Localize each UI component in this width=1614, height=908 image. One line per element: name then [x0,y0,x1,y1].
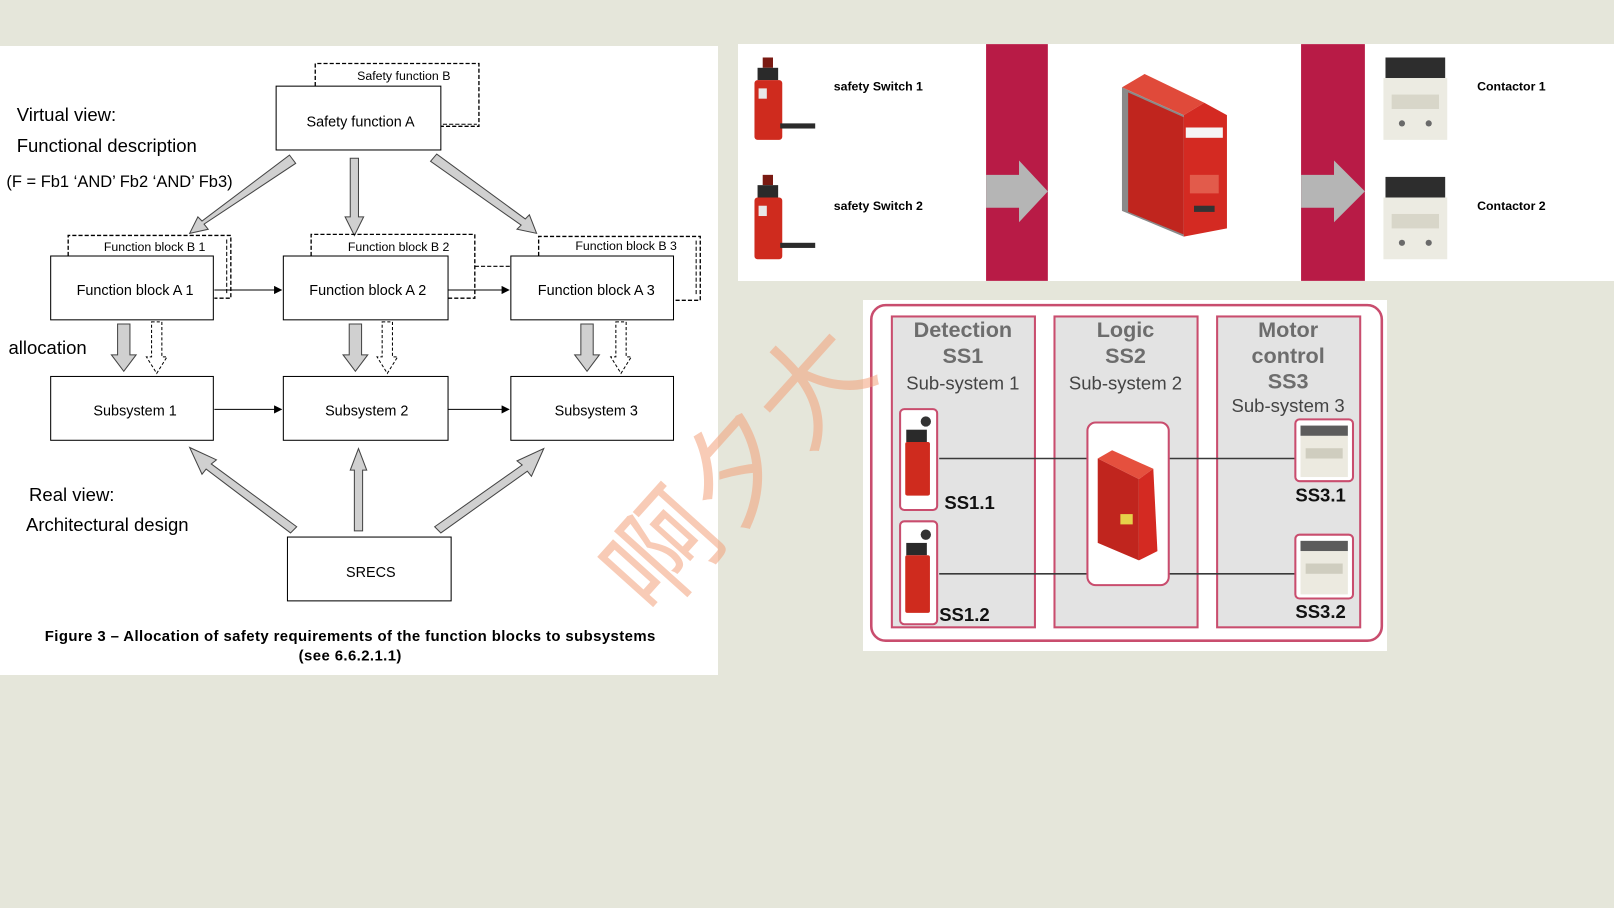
safety-function-a-box [275,85,442,151]
safety-switch-1-image [754,57,816,140]
ss1-2-switch-image [899,520,939,626]
safety-function-b-label: Safety function B [357,69,450,83]
ss3-1-label: SS3.1 [1295,485,1345,506]
motor-title: Motor [1258,317,1319,342]
ss1-title: SS1 [942,343,983,368]
crimson-band-1 [986,44,1048,281]
control-title: control [1252,343,1325,368]
function-block-b2-label: Function block B 2 [348,240,450,254]
function-block-a1-label: Function block A 1 [77,283,194,299]
safety-function-a-label: Safety function A [306,114,415,130]
allocation-arrows [110,321,633,375]
safety-module-image [1121,73,1227,237]
ss1-2-label: SS1.2 [939,604,989,625]
safety-switch-1-label: safety Switch 1 [834,79,923,93]
allocation-diagram: Virtual view: Functional description (F … [6,62,701,665]
arrow-to-fb3 [429,153,538,235]
virtual-view-label: Virtual view: [17,104,116,125]
subsystem-2-box [282,375,449,441]
component-chain: safety Switch 1 safety Switch 2 [754,44,1546,281]
function-block-a2-label: Function block A 2 [309,283,426,299]
contactor-1-label: Contactor 1 [1477,79,1546,93]
logic-module-image [1086,421,1170,587]
ss3-title: SS3 [1268,369,1309,394]
formula-label: (F = Fb1 ‘AND’ Fb2 ‘AND’ Fb3) [6,173,232,191]
srecs-box [286,536,452,602]
function-block-b3-box [537,235,701,301]
safety-function-b-box [314,62,480,127]
function-block-b2-box [310,233,476,299]
function-block-a2-box [282,255,449,321]
function-block-a3-label: Function block A 3 [538,283,655,299]
arrow-to-fb1 [188,154,297,235]
ss3-2-contactor-image [1294,533,1355,600]
detection-title: Detection [914,317,1012,342]
functional-description-label: Functional description [17,135,197,156]
subsystem-2-label: Subsystem 2 [325,404,408,420]
ss1-1-switch-image [899,408,939,512]
function-block-b3-label: Function block B 3 [575,239,677,253]
ss3-1-contactor-image [1294,418,1355,483]
logic-title: Logic [1097,317,1155,342]
figure-caption-line1: Figure 3 – Allocation of safety requirem… [45,628,656,645]
ss1-1-label: SS1.1 [944,492,994,513]
contactor-2-label: Contactor 2 [1477,199,1546,213]
subsystem-3-box [510,375,675,441]
function-block-a1-box [50,255,214,321]
function-block-b1-box [67,234,232,299]
subsystem-1-label: Subsystem 1 [93,404,176,420]
arrow-srecs-to-ss2 [349,447,368,532]
real-view-label: Real view: [29,484,114,505]
subsystem-diagram: Detection SS1 Logic SS2 Motor control SS… [869,303,1384,642]
subsystem-3-label: Subsystem 3 [555,404,638,420]
left-diagram-panel: Virtual view: Functional description (F … [0,46,718,675]
arrow-to-fb2 [344,157,365,237]
srecs-label: SRECS [346,565,396,581]
function-block-b1-label: Function block B 1 [104,240,206,254]
arrow-srecs-to-ss1 [188,446,298,534]
arrow-switch-to-module [986,160,1048,223]
crimson-band-2 [1301,44,1365,281]
arrow-module-to-contactor [1301,160,1365,223]
subsystem-2-subtitle: Sub-system 2 [1069,373,1182,394]
subsystem-3-subtitle: Sub-system 3 [1232,395,1345,416]
safety-switch-2-image [754,174,816,260]
subsystem-panel: Detection SS1 Logic SS2 Motor control SS… [863,300,1387,651]
architectural-design-label: Architectural design [26,514,189,535]
subsystem-1-box [50,375,214,441]
function-block-a3-box [510,255,675,321]
allocation-label: allocation [8,337,86,358]
contactor-1-image [1383,57,1448,140]
ss3-2-label: SS3.2 [1295,601,1345,622]
safety-switch-2-label: safety Switch 2 [834,199,923,213]
contactor-2-image [1383,176,1448,260]
ss2-title: SS2 [1105,343,1146,368]
arrow-srecs-to-ss3 [433,447,545,534]
subsystem-1-subtitle: Sub-system 1 [906,373,1019,394]
top-right-panel: safety Switch 1 safety Switch 2 [738,44,1614,281]
figure-caption-line2: (see 6.6.2.1.1) [299,648,402,665]
